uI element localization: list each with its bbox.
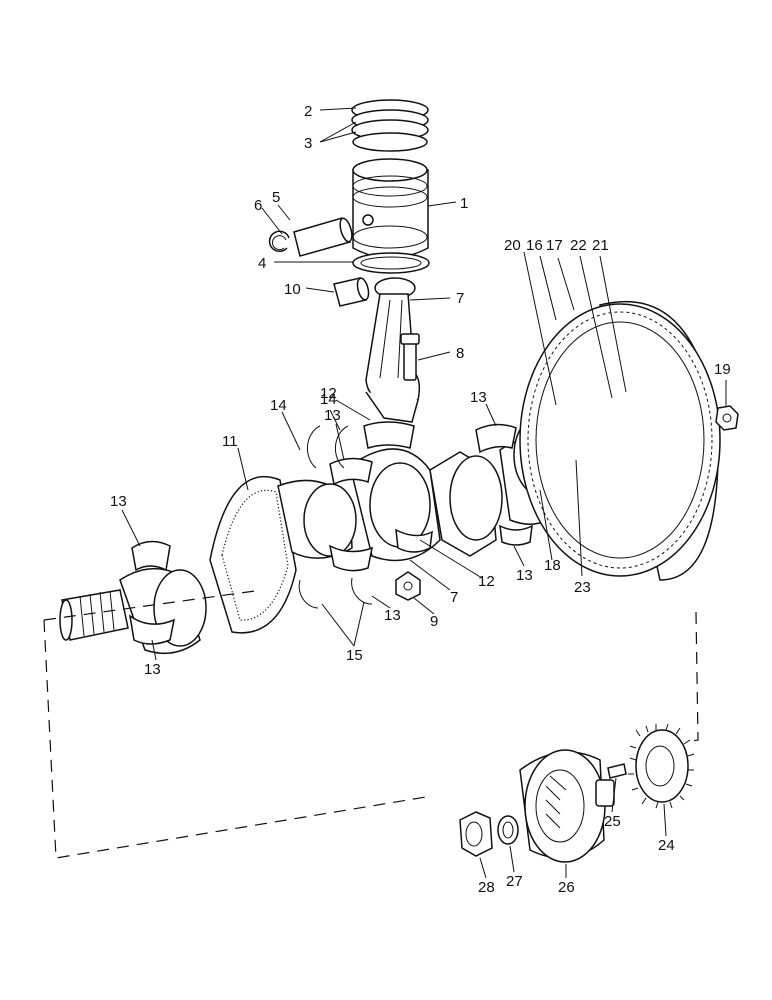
callout-5: 5 — [272, 189, 280, 206]
flywheel-icon — [519, 300, 721, 581]
callout-3: 3 — [304, 135, 312, 152]
pulley-26 — [519, 749, 615, 863]
piston-rings — [351, 99, 429, 152]
callout-16: 16 — [526, 237, 543, 254]
callout-1: 1 — [460, 195, 468, 212]
callout-13-f: 13 — [384, 607, 401, 624]
callout-13-d: 13 — [144, 661, 161, 678]
leader-lines — [121, 107, 727, 879]
callout-15: 15 — [346, 647, 363, 664]
nut-19 — [715, 405, 739, 431]
callout-14-b: 14 — [320, 391, 337, 408]
callout-7-lower: 7 — [450, 589, 458, 606]
callout-20: 20 — [504, 237, 521, 254]
callout-9: 9 — [430, 613, 438, 630]
callout-11: 11 — [222, 433, 238, 450]
piston-icon — [352, 158, 429, 259]
ring-4 — [352, 252, 430, 274]
washer-27 — [497, 815, 519, 845]
callout-17: 17 — [546, 237, 563, 254]
callout-12-lower: 12 — [478, 573, 495, 590]
callout-14-a: 14 — [270, 397, 287, 414]
bearing-shells-13 — [128, 423, 533, 645]
crankshaft-icon — [59, 412, 575, 655]
circlip-6 — [268, 230, 290, 253]
callout-13-b: 13 — [470, 389, 487, 406]
callout-2: 2 — [304, 103, 312, 120]
key-25 — [607, 763, 627, 779]
callout-8: 8 — [456, 345, 464, 362]
bush-10 — [333, 277, 370, 307]
callout-26: 26 — [558, 879, 575, 896]
thrust-washers-14 — [306, 425, 349, 469]
callout-6: 6 — [254, 197, 262, 214]
callout-23: 23 — [574, 579, 591, 596]
callout-21: 21 — [592, 237, 609, 254]
callout-19: 19 — [714, 361, 731, 378]
callout-13-c: 13 — [110, 493, 127, 510]
callout-12-upper: 12 — [320, 385, 337, 402]
callout-18: 18 — [544, 557, 561, 574]
callout-4: 4 — [258, 255, 266, 272]
callout-22: 22 — [570, 237, 587, 254]
conrod-cap-12 — [363, 421, 433, 553]
callout-24: 24 — [658, 837, 675, 854]
gear-icon — [628, 723, 695, 809]
bolt-8 — [400, 333, 420, 381]
nut-9 — [395, 571, 421, 601]
nut-28 — [459, 811, 493, 857]
callout-25: 25 — [604, 813, 621, 830]
callout-7-upper: 7 — [456, 290, 464, 307]
callout-13-a: 13 — [324, 407, 341, 424]
callout-13-e: 13 — [516, 567, 533, 584]
callout-27: 27 — [506, 873, 523, 890]
thrust-washers-15 — [298, 577, 373, 609]
callout-10: 10 — [284, 281, 301, 298]
assembly-dashed-boundary — [43, 589, 699, 859]
callout-28: 28 — [478, 879, 495, 896]
piston-pin-5 — [293, 217, 353, 257]
